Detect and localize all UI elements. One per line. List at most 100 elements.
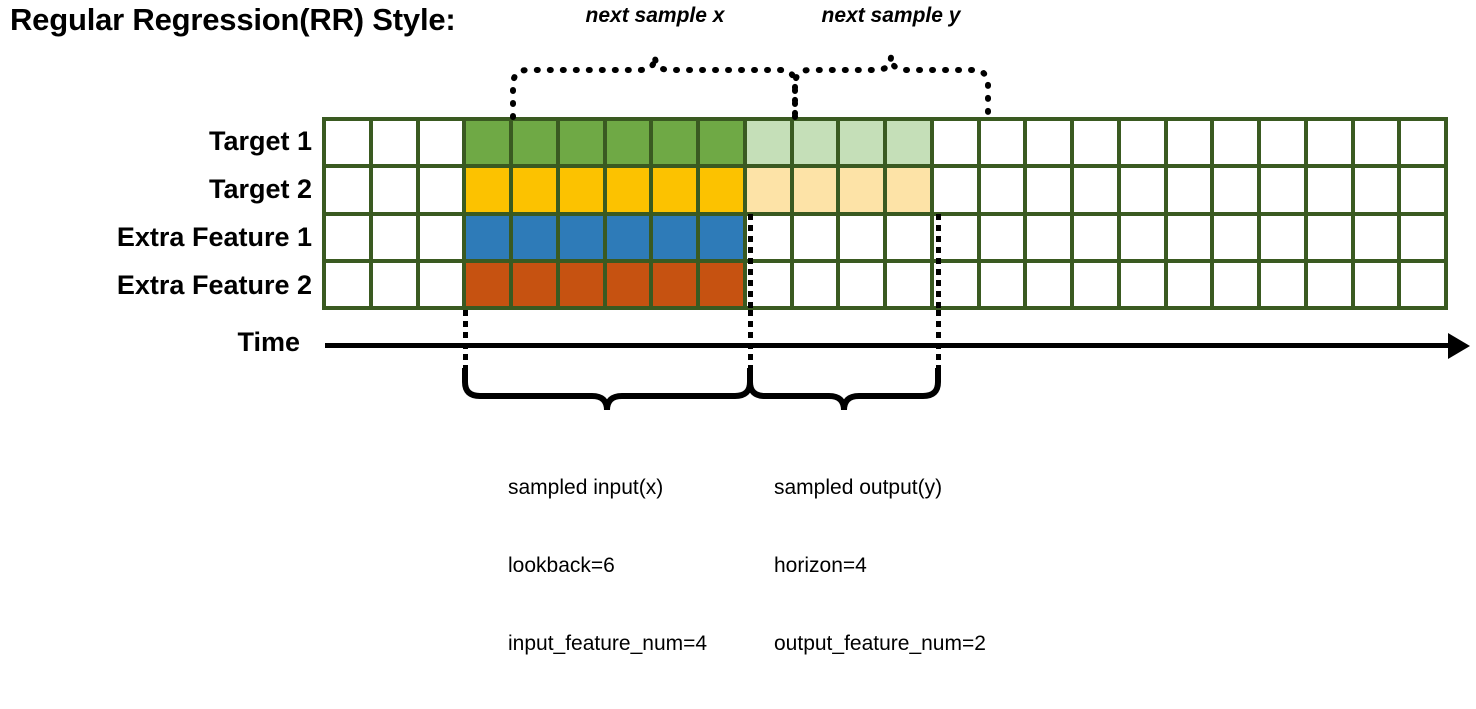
- grid-cell-r2-c5-input: [513, 168, 556, 212]
- grid-cell-r4-c13-empty: [887, 262, 930, 306]
- grid-cell-r4-c12-empty: [840, 262, 883, 306]
- grid-cell-r4-c11-empty: [793, 262, 837, 306]
- dotted-brace-next-sample-y: [792, 55, 991, 120]
- grid-cell-r1-c20-empty: [1214, 121, 1257, 165]
- solid-brace-sampled-output: [747, 368, 941, 411]
- time-axis-label: Time: [237, 327, 300, 357]
- grid-cell-r4-c8-input: [653, 262, 696, 306]
- caption-input-line-1: sampled input(x): [508, 476, 664, 499]
- grid-cell-r3-c2-empty: [372, 215, 416, 259]
- grid-cell-r1-c8-input: [653, 121, 696, 165]
- grid-cell-r3-c15-empty: [980, 215, 1024, 259]
- grid-cell-r1-c4-input: [466, 121, 509, 165]
- grid-cell-r3-c12-empty: [840, 215, 883, 259]
- grid-cell-r1-c16-empty: [1027, 121, 1070, 165]
- grid-cell-r4-c9-input: [700, 262, 743, 306]
- grid-cell-r3-c10-empty: [746, 215, 790, 259]
- grid-cell-r3-c1-empty: [326, 215, 369, 259]
- grid-cell-r4-c6-input: [559, 262, 603, 306]
- grid-cell-r4-c16-empty: [1027, 262, 1070, 306]
- grid-cell-r4-c21-empty: [1261, 262, 1304, 306]
- annotation-next-sample-y: next sample y: [821, 4, 961, 27]
- grid-cell-r3-c19-empty: [1167, 215, 1211, 259]
- grid-cell-r3-c18-empty: [1120, 215, 1164, 259]
- annotation-next-sample-x: next sample x: [585, 4, 725, 27]
- grid-cell-r2-c17-empty: [1074, 168, 1117, 212]
- grid-cell-r4-c10-empty: [746, 262, 790, 306]
- caption-sampled-output: sampled output(y) horizon=4 output_featu…: [774, 423, 986, 709]
- grid-cell-r1-c24-empty: [1401, 121, 1444, 165]
- grid-cell-r2-c14-empty: [933, 168, 977, 212]
- grid-cell-r3-c16-empty: [1027, 215, 1070, 259]
- grid-cell-r3-c17-empty: [1074, 215, 1117, 259]
- grid-cell-r1-c6-input: [559, 121, 603, 165]
- grid-cell-r1-c12-output: [840, 121, 883, 165]
- grid-cell-r3-c13-empty: [887, 215, 930, 259]
- grid-cell-r1-c19-empty: [1167, 121, 1211, 165]
- grid-cell-r2-c15-empty: [980, 168, 1024, 212]
- time-axis-arrow-icon: [1448, 333, 1470, 359]
- grid-cell-r1-c3-empty: [419, 121, 463, 165]
- grid-cell-r2-c11-output: [793, 168, 837, 212]
- grid-cell-r3-c7-input: [606, 215, 650, 259]
- timeseries-grid: [322, 117, 1448, 310]
- grid-cell-r4-c5-input: [513, 262, 556, 306]
- grid-cell-r1-c21-empty: [1261, 121, 1304, 165]
- grid-cell-r2-c22-empty: [1307, 168, 1351, 212]
- grid-cell-r2-c4-input: [466, 168, 509, 212]
- grid-cell-r1-c7-input: [606, 121, 650, 165]
- caption-output-line-2: horizon=4: [774, 554, 867, 577]
- caption-output-line-1: sampled output(y): [774, 476, 943, 499]
- grid-cell-r3-c21-empty: [1261, 215, 1304, 259]
- grid-cell-r3-c8-input: [653, 215, 696, 259]
- dotted-guide-feature-split-right: [936, 214, 941, 310]
- grid-cell-r1-c1-empty: [326, 121, 369, 165]
- grid-cell-r1-c17-empty: [1074, 121, 1117, 165]
- page-title: Regular Regression(RR) Style:: [10, 2, 456, 37]
- grid-cell-r2-c2-empty: [372, 168, 416, 212]
- grid-cell-r4-c7-input: [606, 262, 650, 306]
- grid-cell-r2-c19-empty: [1167, 168, 1211, 212]
- grid-cell-r1-c13-output: [887, 121, 930, 165]
- grid-cell-r2-c20-empty: [1214, 168, 1257, 212]
- grid-cell-r2-c24-empty: [1401, 168, 1444, 212]
- row-label-extra-feature-2: Extra Feature 2: [116, 270, 312, 300]
- grid-cell-r4-c20-empty: [1214, 262, 1257, 306]
- dotted-brace-next-sample-x: [510, 55, 798, 120]
- grid-cell-r1-c9-input: [700, 121, 743, 165]
- grid-cell-r1-c5-input: [513, 121, 556, 165]
- grid-cell-r3-c5-input: [513, 215, 556, 259]
- grid-cell-r2-c23-empty: [1354, 168, 1398, 212]
- grid-cell-r2-c6-input: [559, 168, 603, 212]
- grid-cell-r2-c8-input: [653, 168, 696, 212]
- grid-cell-r3-c11-empty: [793, 215, 837, 259]
- grid-cell-r2-c10-output: [746, 168, 790, 212]
- grid-cell-r1-c15-empty: [980, 121, 1024, 165]
- grid-cell-r2-c21-empty: [1261, 168, 1304, 212]
- grid-cell-r2-c9-input: [700, 168, 743, 212]
- grid-cell-r2-c1-empty: [326, 168, 369, 212]
- grid-cell-r1-c23-empty: [1354, 121, 1398, 165]
- grid-cell-r4-c23-empty: [1354, 262, 1398, 306]
- row-label-target-1: Target 1: [208, 126, 312, 156]
- grid-cell-r2-c16-empty: [1027, 168, 1070, 212]
- grid-cell-r4-c24-empty: [1401, 262, 1444, 306]
- caption-input-line-3: input_feature_num=4: [508, 632, 708, 655]
- grid-cell-r3-c24-empty: [1401, 215, 1444, 259]
- grid-cell-r2-c12-output: [840, 168, 883, 212]
- dotted-guide-output-end: [936, 310, 941, 368]
- dotted-guide-input-start: [463, 310, 468, 368]
- grid-cell-r4-c2-empty: [372, 262, 416, 306]
- grid-cell-r4-c22-empty: [1307, 262, 1351, 306]
- grid-cell-r4-c15-empty: [980, 262, 1024, 306]
- grid-cell-r4-c19-empty: [1167, 262, 1211, 306]
- caption-output-line-3: output_feature_num=2: [774, 632, 986, 655]
- row-label-target-2: Target 2: [208, 174, 312, 204]
- grid-cell-r3-c20-empty: [1214, 215, 1257, 259]
- grid-cell-r2-c7-input: [606, 168, 650, 212]
- grid-cell-r4-c17-empty: [1074, 262, 1117, 306]
- diagram-canvas: Regular Regression(RR) Style: Target 1 T…: [10, 2, 1470, 655]
- grid-cell-r4-c1-empty: [326, 262, 369, 306]
- dotted-guide-feature-split-left: [748, 214, 753, 310]
- grid-cell-r3-c22-empty: [1307, 215, 1351, 259]
